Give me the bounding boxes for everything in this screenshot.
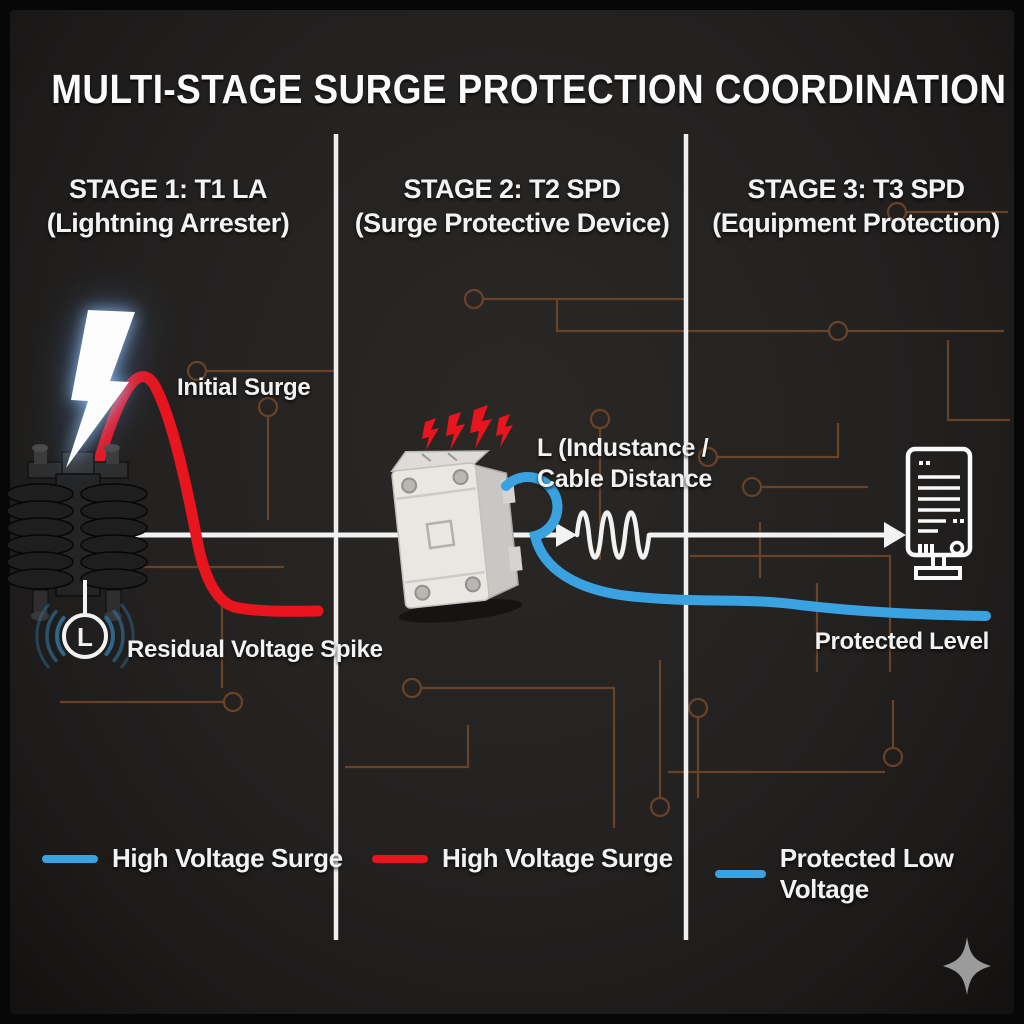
legend-item-residual-surge: High Voltage Surge — [372, 843, 673, 874]
lightning-arrester-device — [6, 444, 148, 621]
stage1-header: STAGE 1: T1 LA (Lightning Arrester) — [0, 172, 336, 240]
inductance-label: L (Industance / Cable Distance — [537, 433, 712, 495]
legend-item-initial-surge: High Voltage Surge — [42, 843, 343, 874]
sparkle-icon — [943, 937, 991, 995]
legend-item-protected-voltage: Protected Low Voltage — [715, 843, 1024, 905]
lightning-bolt-icon — [66, 310, 135, 468]
protected-curve-blue — [501, 472, 991, 621]
circuit-traces-decoration — [60, 201, 1010, 828]
arrowhead-to-equipment — [884, 522, 906, 548]
stage1-subheading: (Lightning Arrester) — [46, 208, 290, 238]
surge-curve-red — [86, 371, 324, 617]
legend-label: Protected Low Voltage — [779, 843, 954, 904]
stage2-heading: STAGE 2: T2 SPD — [403, 174, 621, 204]
legend-label: High Voltage Surge — [112, 843, 343, 873]
stage3-header: STAGE 3: T3 SPD (Equipment Protection) — [688, 172, 1024, 240]
computer-icon — [905, 446, 973, 580]
inductor-circle — [62, 613, 108, 659]
legend-swatch-blue — [42, 854, 98, 863]
inductor-symbol-label: L — [77, 622, 93, 652]
page-title: MULTI-STAGE SURGE PROTECTION COORDINATIO… — [51, 66, 1007, 112]
initial-surge-label: Initial Surge — [177, 374, 311, 401]
insulator-column-left — [6, 483, 74, 590]
stage2-header: STAGE 2: T2 SPD (Surge Protective Device… — [338, 172, 686, 240]
background-panel — [10, 10, 1014, 1014]
legend-swatch-red — [372, 854, 428, 863]
residual-voltage-spike-label: Residual Voltage Spike — [127, 636, 383, 663]
legend-swatch-blue — [715, 870, 766, 878]
stage1-heading: STAGE 1: T1 LA — [68, 174, 268, 204]
spd-device — [390, 450, 523, 623]
emission-arcs-icon — [35, 603, 135, 669]
inductance-label-line2: Cable Distance — [537, 465, 713, 493]
stage2-subheading: (Surge Protective Device) — [354, 208, 670, 238]
inductance-label-line1: L (Industance / — [537, 434, 709, 462]
insulator-column-right — [80, 483, 148, 590]
ground-inductance-symbol: L — [35, 580, 135, 669]
inductor-coil-symbol — [574, 510, 652, 560]
arrowhead-before-coil — [556, 523, 577, 547]
stage3-subheading: (Equipment Protection) — [712, 208, 1000, 238]
surge-strike-icons — [422, 405, 513, 450]
legend-label: High Voltage Surge — [442, 843, 673, 873]
protected-level-label: Protected Level — [814, 628, 990, 655]
stage3-heading: STAGE 3: T3 SPD — [747, 174, 965, 204]
